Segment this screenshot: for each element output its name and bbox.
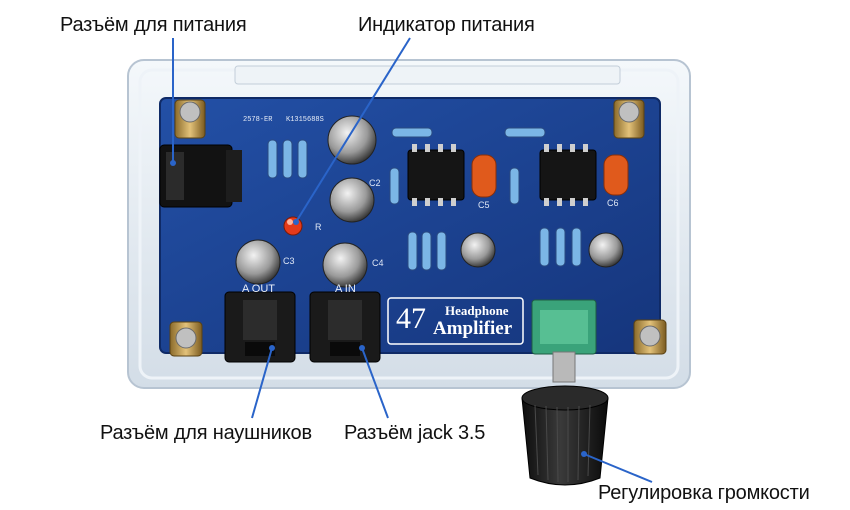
callout-lines: [172, 37, 653, 483]
pcb-ref-c3: C3: [283, 256, 295, 266]
pcb-ref-c6: C6: [607, 198, 619, 208]
pcb-ref-c2: C2: [369, 178, 381, 188]
pcb-code-left: 2578-ER: [243, 116, 273, 124]
logo-amplifier: Amplifier: [433, 318, 513, 339]
callout-dot-led: [293, 219, 299, 225]
audio-jacks: [224, 291, 381, 363]
resistors: [267, 127, 582, 271]
logo-headphone: Headphone: [445, 303, 509, 318]
corner-bolts: [169, 99, 667, 357]
pcb-code-right: K1315688S: [286, 116, 324, 124]
logo-number: 47: [396, 302, 426, 335]
board-logo-frame: [387, 297, 524, 345]
callout-headphone-jack: Разъём для наушников: [100, 422, 312, 444]
callout-dot-headphone: [269, 345, 275, 351]
pcb-label-out: A OUT: [242, 283, 276, 295]
callout-volume-control: Регулировка громкости: [598, 482, 810, 504]
capacitors: [235, 115, 624, 288]
pcb-ref-c4: C4: [372, 258, 384, 268]
pcb-ref-r: R: [315, 222, 322, 232]
pcb-ref-c5: C5: [478, 200, 490, 210]
film-capacitors: [471, 154, 629, 198]
volume-knob: [521, 385, 609, 486]
callout-dot-power-jack: [170, 160, 176, 166]
callout-input-jack: Разъём jack 3.5: [344, 422, 486, 444]
pcb-label-in: A IN: [335, 283, 356, 295]
volume-potentiometer: [531, 299, 597, 383]
callout-dot-volume: [581, 451, 587, 457]
op-amp-chips: [407, 144, 597, 206]
callout-power-indicator: Индикатор питания: [358, 14, 535, 36]
power-led: [283, 216, 303, 236]
callout-dot-input: [359, 345, 365, 351]
callout-power-jack: Разъём для питания: [60, 14, 247, 36]
